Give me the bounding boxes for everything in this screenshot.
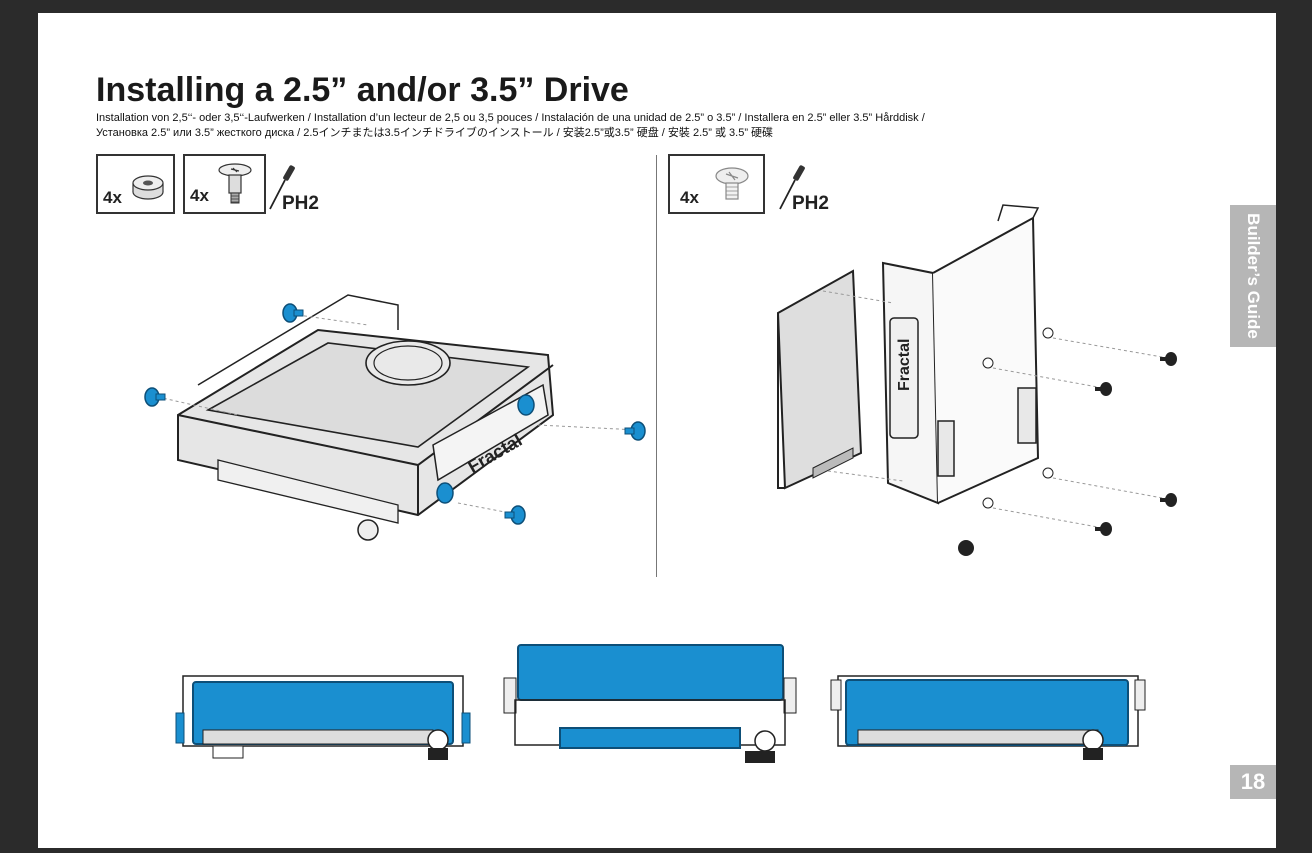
ssd-screw-4 — [1160, 493, 1177, 507]
side-view-3 — [830, 675, 1146, 760]
flat-screw-parts-box: 4x — [668, 154, 765, 214]
ssd-bracket-illustration: Fractal — [776, 204, 1177, 556]
ssd-screw-2 — [1160, 352, 1177, 366]
subtitle-line-2: Установка 2.5” или 3.5” жесткого диска /… — [96, 127, 774, 139]
builders-guide-tab: Builder’s Guide — [1230, 205, 1276, 347]
bracket-logo-right: Fractal — [896, 339, 913, 391]
ssd-screw-1 — [1095, 382, 1112, 396]
grommet-quantity: 4x — [103, 188, 122, 207]
rubber-grommet-icon — [132, 175, 164, 200]
page-number: 18 — [1230, 765, 1276, 799]
screw-top-left — [282, 303, 304, 323]
subtitle-line-1: Installation von 2,5‘‘- oder 3,5‘‘-Laufw… — [96, 112, 925, 124]
page-title: Installing a 2.5” and/or 3.5” Drive — [96, 71, 629, 109]
hdd-bracket-illustration: Fractal — [144, 294, 646, 541]
flat-head-screw-icon — [715, 167, 749, 200]
screw-left — [144, 387, 166, 407]
shoulder-screw-icon — [218, 163, 252, 204]
screwdriver-icon — [269, 165, 295, 210]
translated-subtitle: Installation von 2,5‘‘- oder 3,5‘‘-Laufw… — [96, 111, 1076, 141]
screw-bottom — [504, 505, 526, 525]
screwdriver-icon-right — [779, 165, 805, 210]
section-divider — [656, 155, 657, 577]
side-tab-label: Builder’s Guide — [1244, 213, 1263, 339]
manual-page: Installing a 2.5” and/or 3.5” Drive Inst… — [38, 13, 1276, 848]
tool-label: PH2 — [282, 193, 319, 214]
side-view-2 — [503, 644, 797, 763]
screw-quantity-right: 4x — [680, 188, 699, 207]
screw-right — [624, 421, 646, 441]
tool-label-right: PH2 — [792, 193, 829, 214]
shoulder-screw-parts-box: 4x — [183, 154, 266, 214]
screw-quantity: 4x — [190, 186, 209, 205]
grommet-parts-box: 4x — [96, 154, 175, 214]
side-view-1 — [175, 675, 471, 760]
ssd-screw-3 — [1095, 522, 1112, 536]
